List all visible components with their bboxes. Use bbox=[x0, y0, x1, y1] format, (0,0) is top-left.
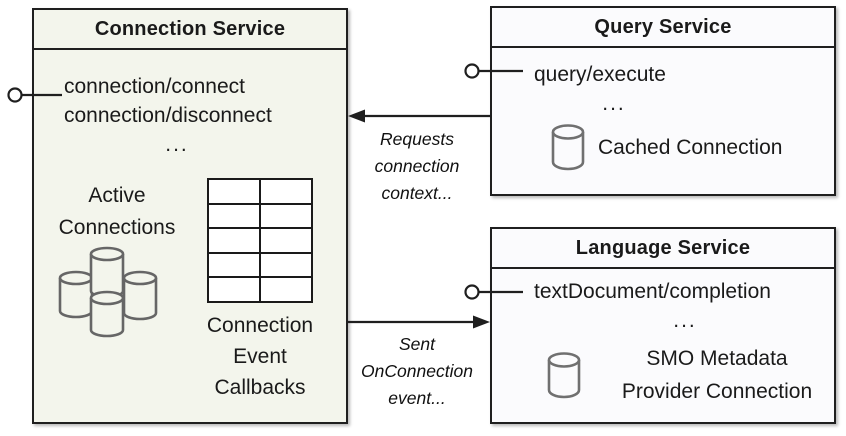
method-connection-connect: connection/connect bbox=[64, 75, 245, 98]
database-icon bbox=[547, 351, 581, 398]
language-service-title: Language Service bbox=[492, 229, 834, 269]
connection-service-methods: connection/connect connection/disconnect… bbox=[64, 72, 290, 159]
method-connection-disconnect: connection/disconnect bbox=[64, 104, 272, 127]
requests-connection-context-label: Requests connection context... bbox=[374, 129, 460, 203]
methods-ellipsis: ... bbox=[602, 92, 626, 115]
methods-ellipsis: ... bbox=[673, 309, 697, 332]
method-textdocument-completion: textDocument/completion bbox=[534, 280, 771, 303]
methods-ellipsis: ... bbox=[165, 133, 189, 156]
requests-arrow bbox=[348, 109, 490, 123]
sent-onconnection-event-label: Sent OnConnection event... bbox=[361, 334, 473, 408]
database-icon bbox=[551, 124, 585, 171]
cached-connection-item: Cached Connection bbox=[551, 124, 782, 171]
method-query-execute: query/execute bbox=[534, 63, 666, 86]
query-service-methods: query/execute ... bbox=[534, 60, 694, 118]
database-cluster-icon bbox=[58, 246, 158, 338]
query-service-title: Query Service bbox=[492, 8, 834, 48]
sent-arrow bbox=[348, 315, 490, 329]
cached-connection-label: Cached Connection bbox=[598, 135, 783, 159]
connection-service-box: Connection Service connection/connect co… bbox=[32, 8, 348, 424]
connection-service-title: Connection Service bbox=[34, 10, 346, 50]
query-service-box: Query Service query/execute ... Cached C… bbox=[490, 6, 836, 196]
smo-metadata-connection-item: SMO Metadata Provider Connection bbox=[547, 342, 840, 408]
language-service-methods: textDocument/completion ... bbox=[534, 277, 836, 335]
smo-metadata-label: SMO Metadata Provider Connection bbox=[621, 347, 813, 403]
active-connections-label: Active Connections bbox=[58, 184, 176, 239]
language-service-box: Language Service textDocument/completion… bbox=[490, 227, 836, 424]
connection-event-callbacks-label: Connection Event Callbacks bbox=[206, 314, 314, 399]
table-grid-icon bbox=[207, 178, 313, 303]
